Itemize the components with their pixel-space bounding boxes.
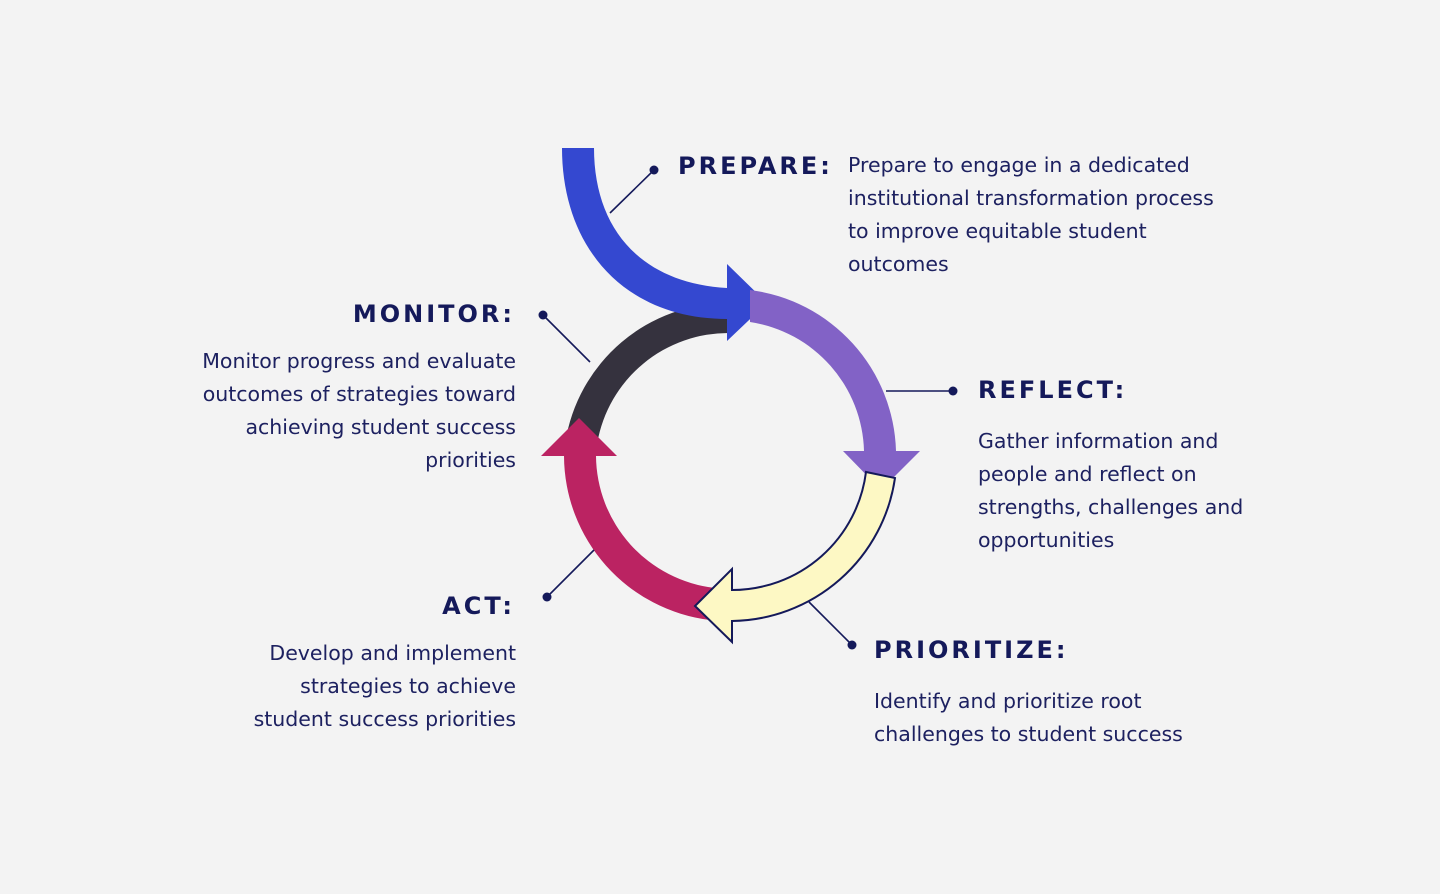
act-arc (541, 418, 715, 620)
monitor-connector (538, 310, 591, 363)
act-connector (542, 549, 595, 602)
reflect-connector (886, 386, 958, 396)
monitor-arc (565, 302, 730, 443)
prioritize-arrow (693, 470, 897, 645)
reflect-title: REFLECT: (978, 376, 1128, 404)
reflect-arc (750, 290, 920, 490)
monitor-description: Monitor progress and evaluate outcomes o… (202, 349, 516, 472)
prioritize-connector (808, 601, 857, 650)
prepare-description: Prepare to engage in a dedicated institu… (848, 153, 1214, 276)
prepare-title: PREPARE: (678, 152, 833, 180)
monitor-title: MONITOR: (352, 300, 515, 328)
act-description: Develop and implement strategies to achi… (253, 641, 516, 731)
prioritize-title: PRIORITIZE: (874, 636, 1069, 664)
prioritize-description: Identify and prioritize root challenges … (874, 689, 1183, 746)
prepare-connector (609, 165, 659, 214)
prepare-arrow (562, 148, 767, 341)
act-title: ACT: (442, 592, 515, 620)
reflect-description: Gather information and people and reflec… (978, 429, 1244, 552)
